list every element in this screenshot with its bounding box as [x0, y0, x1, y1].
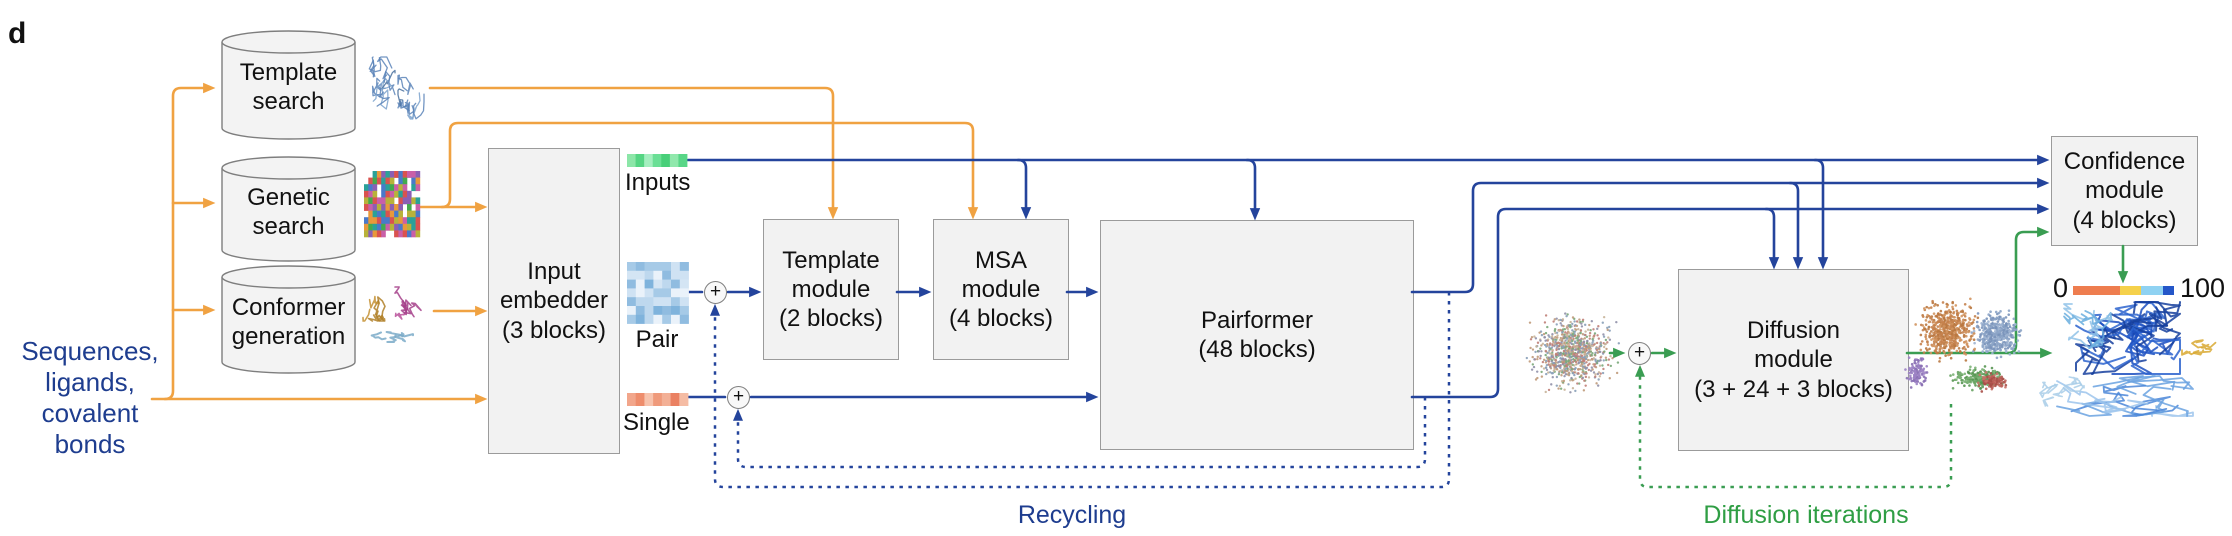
- template-module: Template module (2 blocks): [763, 219, 899, 360]
- recycling-label: Recycling: [1017, 501, 1127, 529]
- blue-representation-arrows: [686, 154, 2050, 403]
- template-search-cylinder: [221, 30, 356, 140]
- input-embedder-label: Input embedder (3 blocks): [499, 258, 609, 344]
- conformer-generation-cylinder: [221, 265, 356, 374]
- template-module-label: Template module (2 blocks): [778, 246, 884, 333]
- confidence-colorbar-segment: [2120, 286, 2141, 295]
- diffusion-add-operator: +: [1628, 342, 1651, 365]
- diffusion-module-label: Diffusion module (3 + 24 + 3 blocks): [1694, 317, 1893, 403]
- diffusion-iterations-dashed-arrow: [1635, 364, 1953, 489]
- single-stream-label: Single: [623, 408, 690, 436]
- confidence-colorbar-segment: [2073, 286, 2121, 295]
- genetic-search-label: Genetic search: [247, 184, 330, 240]
- database-cylinders: [221, 30, 356, 374]
- pairformer-module: Pairformer (48 blocks): [1100, 220, 1414, 450]
- conformer-generation-label: Conformer generation: [231, 294, 346, 350]
- inputs-stream-label: Inputs: [625, 168, 691, 196]
- confidence-scale-max: 100: [2180, 272, 2226, 303]
- msa-module: MSA module (4 blocks): [933, 219, 1069, 360]
- diffusion-module: Diffusion module (3 + 24 + 3 blocks): [1678, 269, 1909, 451]
- recycling-dashed-arrows: [710, 292, 1451, 489]
- confidence-module-label: Confidence module (4 blocks): [2063, 148, 2186, 234]
- confidence-colorbar-segment: [2162, 286, 2174, 295]
- source-inputs-label: Sequences, ligands, covalent bonds: [21, 335, 159, 460]
- diffusion-iterations-label: Diffusion iterations: [1703, 501, 1909, 529]
- pair-stream-label: Pair: [635, 325, 679, 353]
- confidence-scale-min: 0: [2052, 272, 2068, 303]
- genetic-search-cylinder: [221, 156, 356, 262]
- panel-label: d: [8, 17, 27, 50]
- green-diffusion-arrows: [1608, 226, 2129, 359]
- confidence-colorbar-segment: [2140, 286, 2163, 295]
- msa-module-label: MSA module (4 blocks): [948, 246, 1054, 333]
- template-search-label: Template search: [239, 59, 338, 115]
- orange-input-arrows: [150, 82, 979, 405]
- decorative-structures: [362, 56, 2217, 417]
- input-embedder-module: Input embedder (3 blocks): [488, 148, 620, 454]
- confidence-module: Confidence module (4 blocks): [2051, 136, 2198, 246]
- pair-add-operator: +: [704, 281, 727, 304]
- confidence-colorbar: [2073, 286, 2174, 295]
- pairformer-label: Pairformer (48 blocks): [1198, 306, 1316, 363]
- single-add-operator: +: [727, 386, 750, 409]
